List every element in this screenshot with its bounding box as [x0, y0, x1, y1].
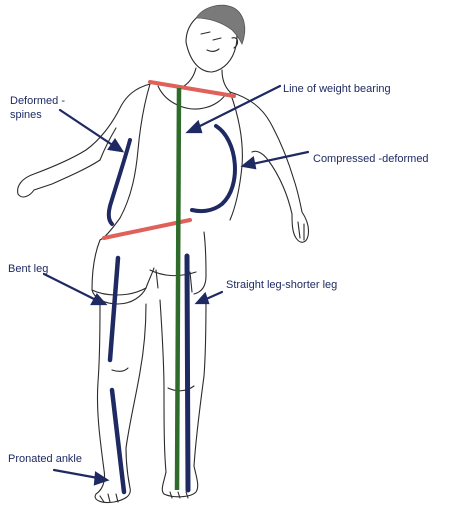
hair [195, 4, 246, 45]
arrow-compressed [250, 150, 310, 166]
label-compressed-deformed: Compressed -deformed [313, 153, 429, 165]
label-line-of-weight-bearing: Line of weight bearing [283, 83, 391, 95]
arrowhead-pronated-ankle [93, 471, 110, 486]
label-straight-leg: Straight leg-shorter leg [226, 279, 338, 291]
shoulder-tilt-bar [148, 80, 236, 98]
bent-leg-bar-upper [107, 255, 121, 363]
arrowhead-bent-leg [90, 293, 108, 306]
label-deformed-spines-line2: spines [10, 109, 42, 121]
body-outline [17, 11, 310, 504]
label-bent-leg: Bent leg [8, 263, 49, 275]
arrowhead-compressed [240, 156, 257, 170]
annotation-arrows [42, 84, 310, 486]
arrowhead-straight-leg [194, 291, 210, 305]
arrow-bent-leg [42, 272, 98, 302]
arrowhead-deformed-spines [107, 137, 125, 153]
label-pronated-ankle: Pronated ankle [8, 453, 82, 465]
straight-leg-bar [184, 253, 191, 493]
weight-bearing-line [174, 87, 182, 491]
bent-leg-bar-lower [109, 387, 127, 495]
hip-tilt-bar [102, 218, 192, 240]
label-deformed-spines-line1: Deformed - [10, 95, 66, 107]
deformed-spine-curve [106, 138, 132, 226]
arrow-deformed-spines [58, 108, 116, 148]
arrow-pronated-ankle [52, 468, 100, 480]
arrow-weight-bearing [194, 84, 282, 130]
arrowhead-weight-bearing [185, 119, 203, 134]
compressed-side-arc [190, 124, 237, 214]
